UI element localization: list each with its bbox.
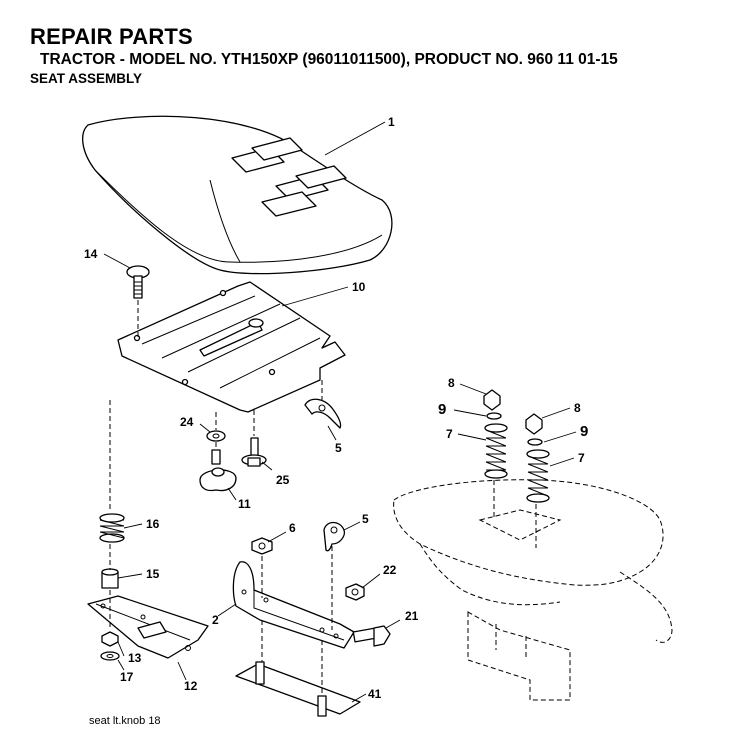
fender-knob-left-part: [483, 389, 502, 420]
callout-14: 14: [84, 247, 98, 261]
figure-reference: seat lt.knob 18: [89, 715, 161, 727]
bolt-part: [241, 437, 267, 467]
seat-part: [82, 115, 393, 275]
lower-clip-part: [323, 521, 346, 552]
carriage-bolt-part: [126, 265, 150, 299]
washer-part: [206, 430, 226, 442]
spring-part: [99, 513, 125, 543]
callout-22: 22: [383, 563, 397, 577]
seat-knob-part: [199, 449, 237, 492]
leader-lines: [103, 121, 577, 703]
spacer-part: [101, 568, 119, 589]
callout-41: 41: [368, 687, 382, 701]
callout-7-left: 7: [446, 427, 453, 441]
callout-1: 1: [388, 115, 395, 129]
seat-bracket-part: [232, 561, 355, 649]
pivot-bracket-part: [87, 595, 209, 659]
assembly-lines: [109, 300, 537, 696]
mounting-plate-part: [235, 661, 361, 717]
hex-nut-part: [251, 537, 273, 555]
callout-7-right: 7: [578, 451, 585, 465]
callout-24: 24: [180, 415, 194, 429]
callout-8-right: 8: [574, 401, 581, 415]
callout-5-upper: 5: [335, 441, 342, 455]
callout-2: 2: [212, 613, 219, 627]
fender-knob-right-part: [525, 413, 543, 446]
callout-13: 13: [128, 651, 142, 665]
nut-part: [100, 631, 120, 661]
model-subtitle: TRACTOR - MODEL NO. YTH150XP (9601101150…: [40, 51, 618, 68]
clip-part: [304, 398, 342, 429]
callout-8-left: 8: [448, 376, 455, 390]
callout-15: 15: [146, 567, 160, 581]
callout-25: 25: [276, 473, 290, 487]
callout-9-left: 9: [438, 401, 446, 418]
callout-10: 10: [352, 280, 366, 294]
callout-16: 16: [146, 517, 160, 531]
fender-part: [393, 479, 673, 701]
section-title: SEAT ASSEMBLY: [30, 71, 143, 86]
callout-17: 17: [120, 670, 134, 684]
seat-pan-part: [117, 281, 346, 413]
callout-5-lower: 5: [362, 512, 369, 526]
callout-12: 12: [184, 679, 198, 693]
fender-spring-left-part: [484, 423, 508, 479]
fender-spring-right-part: [526, 449, 550, 503]
lock-nut-part: [345, 583, 365, 601]
callout-21: 21: [405, 609, 419, 623]
callout-9-right: 9: [580, 423, 588, 440]
callout-6: 6: [289, 521, 296, 535]
page-title: REPAIR PARTS: [30, 24, 193, 49]
shoulder-bolt-part: [352, 625, 391, 647]
callout-11: 11: [238, 497, 251, 511]
